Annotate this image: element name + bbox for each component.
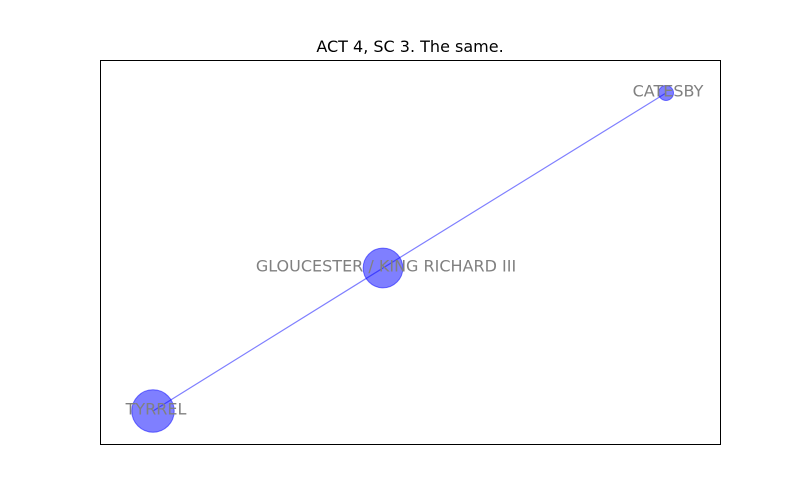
node-label-tyrrel: TYRREL: [125, 400, 187, 419]
figure-title: ACT 4, SC 3. The same.: [316, 37, 503, 56]
edges-layer: [152, 92, 667, 412]
edge-gloucester-catesby: [382, 92, 667, 269]
labels-layer: CATESBY GLOUCESTER / KING RICHARD III TYRR…: [125, 82, 704, 419]
plot-frame: [100, 60, 721, 445]
node-label-gloucester: GLOUCESTER / KING RICHARD III: [256, 257, 516, 276]
node-label-catesby: CATESBY: [633, 82, 704, 101]
node-catesby: [658, 85, 674, 101]
node-tyrrel: [131, 389, 175, 433]
nodes-layer: [131, 85, 674, 433]
edge-tyrrel-gloucester: [152, 267, 384, 412]
node-gloucester: [362, 247, 404, 289]
